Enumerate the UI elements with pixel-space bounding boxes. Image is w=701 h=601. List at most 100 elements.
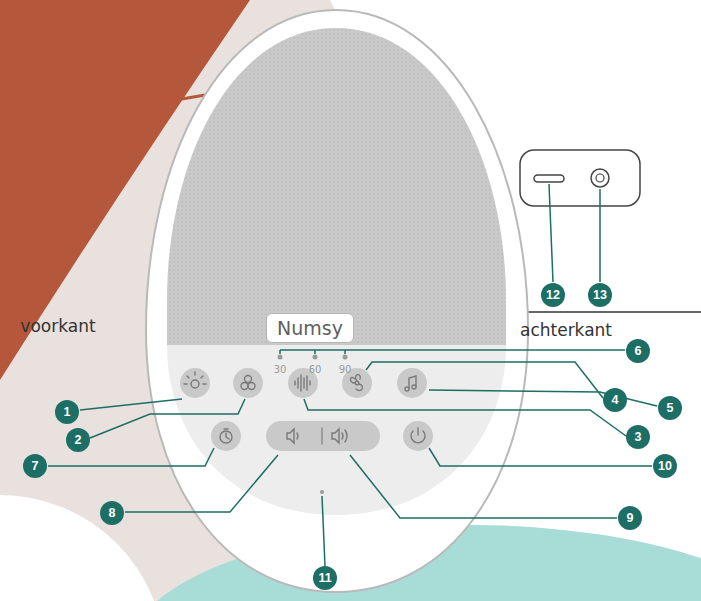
callout-number: 6: [626, 339, 650, 363]
callout-label: 5: [667, 402, 674, 415]
device-body-part: [167, 28, 506, 345]
button-icons-part: [350, 375, 362, 391]
button-icons-part: [409, 376, 416, 389]
callout-label: 9: [627, 512, 634, 525]
callout-number: 12: [541, 283, 565, 307]
callout-disc: [588, 283, 612, 307]
callout-label: 12: [546, 289, 560, 302]
device-body: [146, 10, 528, 592]
callout-disc: [55, 400, 79, 424]
button-icons-part: [297, 433, 298, 439]
timer-indicators-part: [320, 490, 324, 494]
callout-number: 7: [23, 454, 47, 478]
callout-label: 11: [318, 572, 331, 585]
button-icons-part: [332, 429, 339, 443]
control-buttons-part: [403, 421, 433, 451]
button-icons-part: [184, 372, 206, 384]
brand-name: Numsy: [277, 316, 343, 340]
callout-number: 9: [618, 506, 642, 530]
view-label: voorkant: [20, 317, 95, 336]
callout-disc: [66, 428, 90, 452]
callout-number: 8: [100, 501, 124, 525]
callout-number: 10: [653, 454, 677, 478]
callout-disc: [618, 506, 642, 530]
leader-lines-part: [599, 189, 601, 282]
button-icons-part: [224, 429, 229, 439]
callout-number: 13: [588, 283, 612, 307]
callout-disc: [541, 283, 565, 307]
callout-disc: [626, 425, 650, 449]
callout-number: 3: [626, 425, 650, 449]
control-buttons-part: [233, 368, 263, 398]
back-view-part: [596, 174, 604, 182]
control-buttons-part: [180, 368, 210, 398]
button-icons-part: [405, 387, 409, 391]
timer-minutes: 90: [339, 364, 352, 375]
callout-label: 2: [75, 434, 82, 447]
leader-lines: [48, 184, 657, 566]
button-icons-part: [248, 383, 255, 390]
back-view: [505, 150, 701, 312]
callout-number: 11: [313, 566, 337, 590]
callout-disc: [658, 396, 682, 420]
background-part: [0, 495, 165, 601]
leader-lines-part: [304, 399, 626, 436]
leader-lines-part: [125, 455, 278, 512]
callout-label: 6: [635, 345, 642, 358]
device-body-part: [146, 10, 528, 592]
leader-lines-part: [80, 399, 182, 410]
back-view-part: [520, 150, 640, 206]
button-icons: [184, 372, 425, 444]
back-view-part: [534, 175, 564, 182]
leader-lines-part: [366, 362, 603, 398]
callout-number: 2: [66, 428, 90, 452]
button-icons-part: [287, 429, 294, 443]
background-part: [0, 95, 205, 150]
control-buttons-part: [266, 421, 380, 451]
callout-disc: [626, 339, 650, 363]
callout-disc: [653, 454, 677, 478]
leader-lines-part: [280, 349, 625, 351]
callout-label: 4: [612, 394, 619, 407]
control-buttons-part: [211, 421, 241, 451]
leader-lines-part: [322, 496, 325, 566]
callout-disc: [100, 501, 124, 525]
button-icons-part: [412, 385, 416, 389]
timer-indicators-part: [278, 355, 283, 360]
callout-label: 3: [635, 431, 642, 444]
leader-lines-part: [280, 350, 345, 354]
callout-label: 1: [64, 406, 71, 419]
callout-number: 5: [658, 396, 682, 420]
device-body-part: [167, 345, 506, 515]
brand-badge: Numsy: [266, 313, 354, 343]
callout-disc: [23, 454, 47, 478]
leader-lines-part: [429, 448, 652, 466]
callout-number: 4: [603, 388, 627, 412]
timer-indicators-part: [343, 355, 348, 360]
button-icons-part: [321, 428, 322, 444]
leader-lines-part: [90, 399, 245, 438]
callout-disc: [603, 388, 627, 412]
back-view-part: [591, 169, 609, 187]
callout-label: 7: [32, 460, 39, 473]
callout-number: 1: [55, 400, 79, 424]
button-icons-part: [411, 428, 425, 443]
button-icons-part: [245, 376, 252, 383]
timer-indicators-part: [313, 355, 318, 360]
timer-minutes: 30: [274, 364, 287, 375]
callout-label: 8: [109, 507, 116, 520]
button-icons-part: [342, 430, 347, 442]
callout-label: 13: [593, 289, 607, 302]
back-view-part: [505, 311, 701, 312]
button-icons-part: [241, 383, 248, 390]
leader-lines-part: [350, 455, 617, 518]
leader-lines-part: [549, 184, 553, 282]
button-icons-part: [295, 375, 310, 391]
callout-disc: [313, 566, 337, 590]
view-label: achterkant: [520, 321, 612, 340]
button-icons-part: [191, 380, 199, 388]
timer-indicators: [278, 355, 348, 495]
timer-minutes: 60: [309, 364, 322, 375]
